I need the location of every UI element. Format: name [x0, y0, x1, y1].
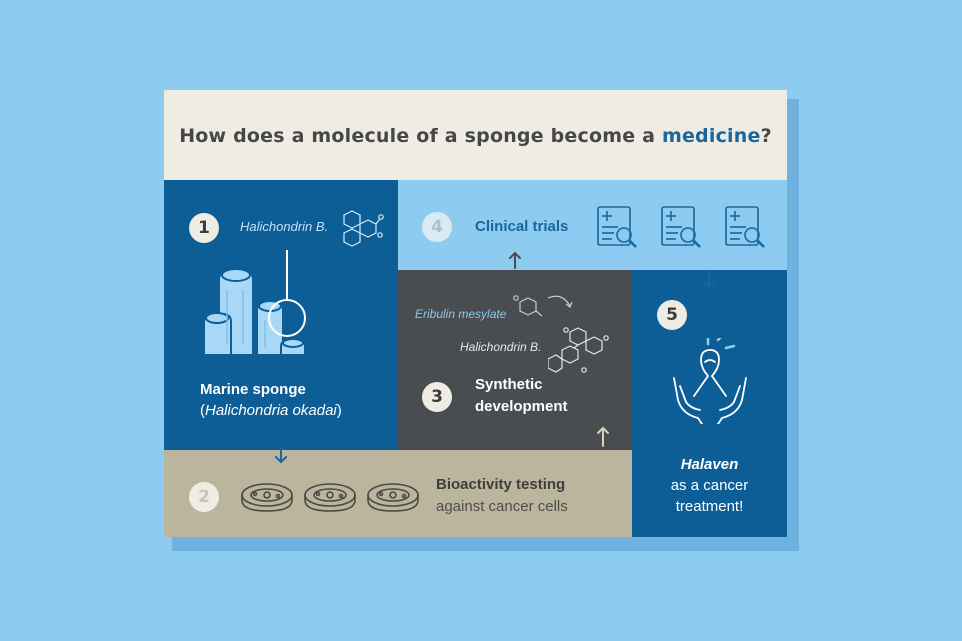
step-3-label-line2: development: [475, 398, 568, 415]
eribulin-molecule-icon: [513, 295, 573, 317]
molecule-icon: [343, 210, 384, 247]
step-3-label-line1: Synthetic: [475, 376, 543, 393]
halichondrin-molecule-icon: [548, 327, 609, 373]
arrow-down-1-to-2: [275, 446, 287, 464]
sublabel-open-paren: (: [200, 402, 205, 419]
step-1-molecule-label: Halichondrin B.: [240, 219, 329, 234]
marine-sponge-icon: [203, 250, 306, 356]
step-3-molecule-bottom: Halichondrin B.: [460, 340, 542, 354]
step-3-panel: Eribulin mesylate Halichondrin B.: [398, 270, 632, 450]
step-5-panel: 5 Halaven as a cancer treatment!: [632, 270, 787, 537]
step-4-label: Clinical trials: [475, 218, 569, 235]
title-text: How does a molecule of a sponge become a: [179, 125, 662, 147]
step-5-sublabel-line2: treatment!: [675, 498, 744, 515]
step-2-label: Bioactivity testing: [436, 476, 566, 493]
step-1-panel: 1 Halichondrin B.: [164, 180, 398, 450]
cancer-ribbon-hands-icon: [673, 338, 747, 424]
step-5-label: Halaven: [680, 456, 739, 473]
arrow-up-3-to-4: [509, 251, 521, 269]
infographic-title: How does a molecule of a sponge become a…: [179, 125, 772, 147]
infographic-card: How does a molecule of a sponge become a…: [164, 90, 787, 537]
petri-dish-icons: [241, 483, 419, 512]
step-2-badge: 2: [189, 482, 219, 512]
step-2-sublabel: against cancer cells: [436, 498, 568, 515]
sublabel-species: Halichondria okadai: [205, 402, 337, 419]
clinical-report-icons: [596, 205, 766, 249]
step-5-badge: 5: [657, 300, 687, 330]
title-bar: How does a molecule of a sponge become a…: [164, 90, 787, 180]
step-3-badge: 3: [422, 382, 452, 412]
step-4-badge: 4: [422, 212, 452, 242]
step-1-label: Marine sponge: [200, 381, 306, 398]
arrow-down-4-to-5: [703, 271, 715, 289]
step-3-molecule-top: Eribulin mesylate: [415, 307, 507, 321]
step-4-panel: 4 Clinical trials: [398, 180, 787, 270]
step-2-panel: 2 Bioactivity testing against cancer cel…: [164, 450, 632, 537]
step-1-badge: 1: [189, 213, 219, 243]
step-1-sublabel: (Halichondria okadai): [200, 402, 342, 419]
arrow-up-2-to-3: [597, 426, 609, 447]
title-suffix: ?: [760, 125, 772, 147]
step-5-sublabel-line1: as a cancer: [670, 477, 749, 494]
title-highlight: medicine: [661, 125, 761, 147]
sublabel-close-paren: ): [336, 402, 342, 419]
